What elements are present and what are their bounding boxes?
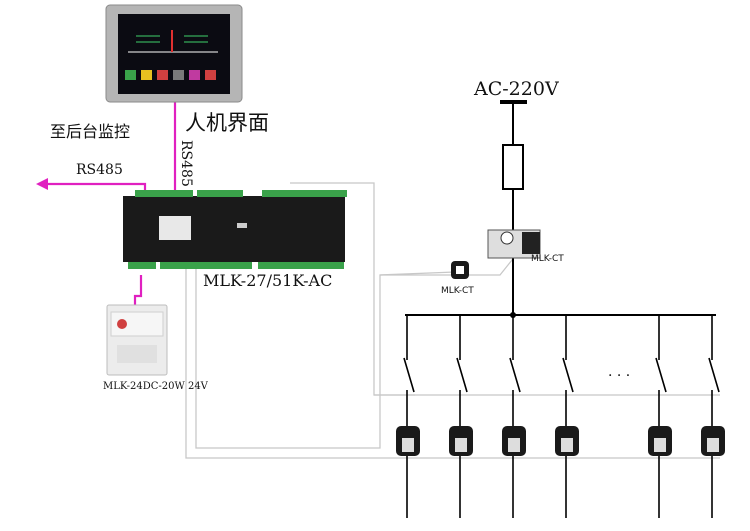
main-supply: [500, 100, 527, 315]
controller-label: MLK-27/51K-AC: [203, 271, 333, 290]
branch-ct-icon: [396, 426, 420, 456]
rs485-arrow-icon: [36, 178, 48, 190]
fuse-icon: [502, 144, 524, 190]
controller-device[interactable]: [123, 190, 347, 269]
monitor-label: 至后台监控: [50, 122, 131, 141]
rs485-vertical-label: RS485: [178, 140, 194, 187]
branch-ct-icon: [701, 426, 725, 456]
branch-ct-group: [396, 426, 725, 456]
ac-supply-label: AC-220V: [474, 78, 559, 100]
main-ct-device[interactable]: [487, 229, 541, 259]
feeder-branches: [403, 315, 720, 518]
power-supply-device[interactable]: [106, 304, 168, 376]
main-ct-label: MLK-CT: [531, 254, 564, 264]
small-ct-device[interactable]: [451, 261, 469, 279]
ellipsis-label: · · ·: [608, 368, 631, 384]
power-supply-label: MLK-24DC-20W 24V: [103, 381, 208, 392]
branch-ct-icon: [648, 426, 672, 456]
hmi-panel[interactable]: [105, 4, 243, 103]
hmi-label: 人机界面: [185, 111, 269, 135]
rs485-lines: [44, 101, 177, 305]
branch-ct-icon: [502, 426, 526, 456]
signal-wiring: [185, 182, 720, 459]
small-ct-label: MLK-CT: [441, 286, 474, 296]
branch-ct-icon: [449, 426, 473, 456]
rs485-horizontal-label: RS485: [76, 162, 123, 178]
branch-ct-icon: [555, 426, 579, 456]
